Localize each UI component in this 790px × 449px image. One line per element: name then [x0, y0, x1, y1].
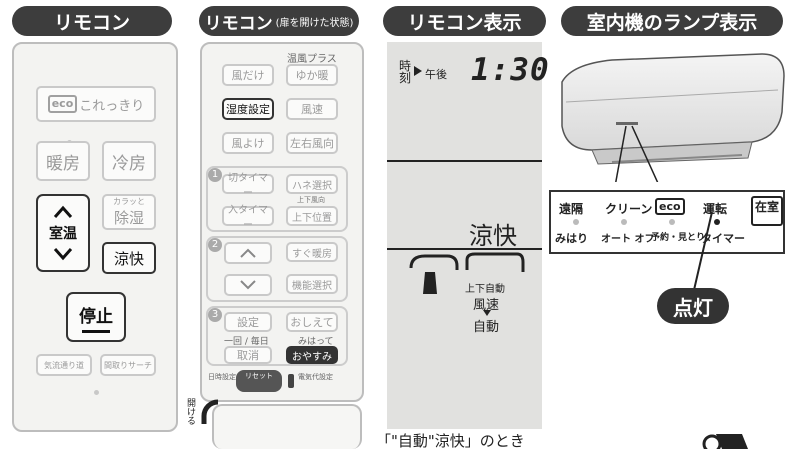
header-remote-open: リモコン(扉を開けた状態) — [199, 6, 359, 36]
room-search-button[interactable]: 間取りサーチ — [100, 354, 156, 376]
function-select-button[interactable]: 機能選択 — [286, 274, 338, 294]
presence-lamp-label: 在室 — [751, 196, 784, 226]
fan-speed-label: 風速 — [473, 298, 500, 313]
lamp-label: 遠隔 — [559, 202, 584, 216]
header-remote: リモコン — [12, 6, 172, 36]
auto-label: 自動 — [473, 320, 500, 335]
header-indoor-lamp: 室内機のランプ表示 — [561, 6, 783, 36]
cool-button[interactable]: 冷房 — [102, 141, 156, 181]
chevron-up-icon — [240, 248, 256, 258]
up-button[interactable] — [224, 242, 272, 264]
lamp-label: 予約・見とり — [651, 233, 706, 243]
electricity-label: 電気代設定 — [298, 373, 333, 381]
remote-door — [212, 404, 362, 449]
rest-button[interactable]: おやすみ — [286, 346, 338, 364]
small-switch[interactable] — [288, 374, 294, 388]
lamp-indicator-panel: 遠隔 クリーン eco 運転 在室 みはり オート オフ 予約・見とり タイマー — [549, 190, 785, 254]
display-caption: 「"自動"涼快」のとき — [376, 432, 525, 449]
lamp-label: オート オフ — [601, 234, 655, 245]
fan-speed-button[interactable]: 風速 — [286, 98, 338, 120]
lamp-label: 運転 — [703, 202, 728, 216]
temp-control[interactable]: 室温 — [36, 194, 90, 272]
lcd-divider — [387, 248, 542, 250]
lamp-label: みはり — [555, 232, 588, 245]
chevron-up-icon[interactable] — [53, 205, 73, 219]
lamp-dot — [669, 219, 675, 225]
triangle-icon — [414, 66, 422, 76]
step2-badge: 2 — [208, 238, 222, 252]
floor-warm-button[interactable]: ゆか暖 — [286, 64, 338, 86]
step3-group — [206, 306, 348, 366]
step1-badge: 1 — [208, 168, 222, 182]
lamp-dot — [573, 219, 579, 225]
wind-only-button[interactable]: 風だけ — [222, 64, 274, 86]
updown-small-label: 上下風向 — [297, 196, 325, 204]
remote-lcd: 時刻 午後 1:30 涼快 上下自動 風速 自動 — [387, 42, 549, 429]
pm-label: 午後 — [425, 68, 447, 81]
lamp-label: クリーン — [605, 202, 653, 216]
chevron-down-icon — [240, 280, 256, 290]
humidity-button[interactable]: 湿度設定 — [222, 98, 274, 120]
step2-group — [206, 236, 348, 302]
pointer-line — [693, 212, 713, 291]
lamp-label: タイマー — [701, 232, 745, 245]
on-timer-button[interactable]: 入タイマー — [222, 205, 274, 231]
off-timer-button[interactable]: 切タイマー — [222, 173, 274, 199]
lr-direction-button[interactable]: 左右風向 — [286, 132, 338, 154]
header-remote-display: リモコン表示 — [383, 6, 546, 36]
daily-label: 一回 / 毎日 — [224, 337, 269, 347]
updown-position-button[interactable]: 上下位置 — [286, 206, 338, 226]
vane-icon — [409, 252, 525, 294]
cancel-button[interactable]: 取消 — [224, 346, 272, 364]
lamp-dot — [621, 219, 627, 225]
indoor-unit-image — [561, 53, 785, 182]
step3-badge: 3 — [208, 308, 222, 322]
temp-label: 室温 — [49, 226, 77, 242]
vane-select-button[interactable]: ハネ選択 — [286, 174, 338, 194]
eco-badge: eco — [47, 95, 78, 113]
chevron-down-icon[interactable] — [53, 247, 73, 261]
airflow-button[interactable]: 気流通り道 — [36, 354, 92, 376]
remote-sensor-icon — [702, 434, 748, 449]
time-label: 時刻 — [399, 59, 412, 85]
heat-button[interactable]: 暖房 — [36, 141, 90, 181]
stop-bar — [82, 329, 110, 333]
clock-display: 1:30 — [471, 52, 550, 88]
watch-label: みはって — [298, 337, 334, 347]
open-arrow-icon — [201, 399, 219, 424]
wind-avoid-button[interactable]: 風よけ — [222, 132, 274, 154]
warm-plus-label: 温風プラス — [287, 54, 337, 65]
remote-open: 温風プラス 風だけ ゆか暖 湿度設定 風速 風よけ 左右風向 1 切タイマー ハ… — [200, 42, 364, 402]
setting-button[interactable]: 設定 — [224, 312, 272, 332]
down-button[interactable] — [224, 274, 272, 296]
dehumidify-button[interactable]: カラッと除湿 — [102, 194, 156, 230]
lamp-dot-lit — [714, 219, 720, 225]
stop-button[interactable]: 停止 — [66, 292, 126, 342]
indicator-dot — [94, 390, 99, 395]
open-label: 開ける — [185, 398, 195, 425]
updown-auto-label: 上下自動 — [465, 284, 505, 295]
cool-comfort-button[interactable]: 涼快 — [102, 242, 156, 274]
reset-button[interactable]: リセット — [236, 370, 282, 392]
step1-group — [206, 166, 348, 232]
guide-button[interactable]: おしえて — [286, 312, 338, 332]
eco-lamp-label: eco — [655, 198, 685, 215]
mode-display: 涼快 — [469, 222, 517, 250]
down-triangle-icon — [483, 310, 491, 316]
lcd-divider — [387, 160, 542, 162]
datetime-label: 日時設定 — [208, 373, 236, 381]
quick-heat-button[interactable]: すぐ暖房 — [286, 242, 338, 262]
lit-badge: 点灯 — [657, 288, 729, 324]
